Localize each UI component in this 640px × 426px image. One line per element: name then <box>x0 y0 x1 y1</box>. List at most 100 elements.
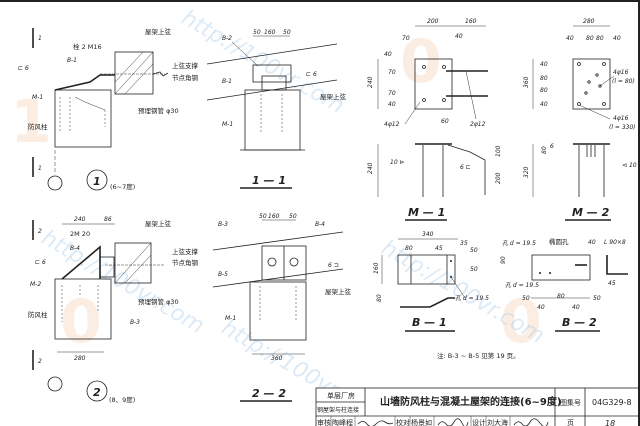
category-label: 钢屋架与柱连接 <box>317 406 359 414</box>
dim: 240 <box>74 216 86 223</box>
plate-b3 <box>99 256 115 278</box>
weld-symbol: 10 ⊳ <box>390 159 405 166</box>
plate-label: B-3 <box>218 221 228 228</box>
checker-signature <box>437 418 469 426</box>
weld-symbol: ⊏ 6 <box>306 71 317 78</box>
part-title: M — 1 <box>408 206 445 219</box>
column <box>249 281 307 341</box>
watermark-logo: 1 <box>10 87 52 157</box>
column <box>54 278 112 340</box>
section-mark: 1 <box>38 35 42 42</box>
dim: 90 <box>500 256 507 264</box>
dim: 160 <box>268 213 280 220</box>
weld-symbol: ⊏ 6 <box>18 65 29 72</box>
dim: 50 <box>522 295 530 302</box>
atlas-label: 图集号 <box>560 398 581 407</box>
detail-2: 2 2 240 86 280 2M 20 B-4 ⊏ 6 M-2 防风柱 屋架上… <box>28 216 199 404</box>
chord-label: 屋架上弦 <box>145 219 172 228</box>
section-mark: 2 <box>38 228 42 235</box>
dim: 40 <box>540 101 548 108</box>
dim: 100 <box>495 145 502 157</box>
rebar-label: 4φ16 <box>613 69 629 76</box>
dim: 340 <box>422 231 434 238</box>
dim: 40 <box>384 51 392 58</box>
angle-label: L 90×8 <box>604 239 626 246</box>
drawing-note: 注: B-3 ~ B-5 见第 19 页。 <box>437 351 520 360</box>
angle-label: 节点角钢 <box>172 73 199 82</box>
chord-label: 屋架上弦 <box>145 27 172 36</box>
dim: 280 <box>583 18 595 25</box>
dim: 80 <box>540 87 548 94</box>
dim: 70 <box>388 90 396 97</box>
dim: 60 <box>441 118 449 125</box>
title-block: 单层厂房 钢屋架与柱连接 山墙防风柱与混凝土屋架的连接(6~9度) 图集号 04… <box>315 387 638 426</box>
section-title: 2 — 2 <box>252 387 286 400</box>
dim: 80 <box>586 35 594 42</box>
dim: 50 <box>259 213 267 220</box>
brace-label: 上弦支撑 <box>172 61 199 70</box>
design-label: 设计 <box>472 418 486 426</box>
watermark-url: http://100vr.com <box>177 6 348 119</box>
dim: 240 <box>367 76 374 88</box>
dim: 6 <box>550 143 554 150</box>
dim: 70 <box>388 69 396 76</box>
atlas-number: 04G329-8 <box>592 398 632 407</box>
check-label: 校对 <box>396 418 410 426</box>
part-b1: 340 80 45 35 160 50 50 孔 d = 19.5 80 B —… <box>373 231 489 332</box>
column <box>54 89 112 148</box>
review-label: 审核 <box>317 418 331 426</box>
dim: 360 <box>271 355 283 362</box>
dim: 80 <box>540 75 548 82</box>
column-label: 防风柱 <box>28 310 48 319</box>
dim: 80 <box>376 294 383 302</box>
designer-name: 刘大海 <box>487 418 508 426</box>
section-mark: 1 <box>38 165 42 172</box>
dim: 45 <box>435 245 443 252</box>
dim: 50 <box>593 295 601 302</box>
watermark-logo: 0 <box>60 287 102 357</box>
column-label: 防风柱 <box>28 122 48 131</box>
plate-label: B-1 <box>67 57 77 64</box>
dim: 80 <box>596 35 604 42</box>
dim: 80 <box>541 146 548 154</box>
weld-symbol: ⊏ 6 <box>35 259 46 266</box>
dim: 40 <box>388 101 396 108</box>
dim: 160 <box>373 262 380 274</box>
brace-label: 上弦支撑 <box>172 247 199 256</box>
embed-label: M-1 <box>225 315 236 322</box>
dim: 160 <box>465 18 477 25</box>
angle-label: 节点角钢 <box>172 258 199 267</box>
plate-label: B-5 <box>218 271 228 278</box>
plate-label: B-4 <box>315 221 325 228</box>
dim: 40 <box>588 239 596 246</box>
section-title: 1 — 1 <box>252 174 286 187</box>
plate-label: B-2 <box>222 35 232 42</box>
dim: 40 <box>572 304 580 311</box>
dim: 35 <box>460 240 468 247</box>
section-2-2: 50 160 50 360 B-3 B-4 B-5 M-1 6 ⊐ 屋架上弦 2… <box>212 213 352 402</box>
dim: 160 <box>264 29 276 36</box>
plate-label: B-1 <box>222 78 232 85</box>
chord-section <box>114 51 154 95</box>
dim: 200 <box>495 172 502 184</box>
dim: 45 <box>608 280 616 287</box>
part-m1: 200 160 70 40 240 40 70 70 40 60 4φ12 2φ… <box>367 18 502 221</box>
plate-label: B-4 <box>70 245 80 252</box>
rebar-label: 4φ16 <box>613 115 629 122</box>
part-title: M — 2 <box>572 206 610 219</box>
embed-label: M-1 <box>222 121 233 128</box>
dim: 40 <box>613 35 621 42</box>
watermark-logo: 0 <box>500 287 542 357</box>
weld-symbol: ⊲ 10 <box>622 162 637 169</box>
plate-label: B-3 <box>130 319 140 326</box>
part-b2: 孔 d = 19.5 椭圆孔 40 L 90×8 90 45 孔 d = 19.… <box>500 237 628 332</box>
bolt-label: 栓 2 M16 <box>73 42 102 51</box>
bolt-label: 2M 20 <box>70 230 90 238</box>
dim: 240 <box>367 162 374 174</box>
slot-label: 椭圆孔 <box>549 237 569 246</box>
part-m2: 280 40 80 80 40 360 40 80 80 40 4φ16 (l … <box>523 18 637 221</box>
page-number: 18 <box>605 419 615 426</box>
dim: 200 <box>427 18 439 25</box>
